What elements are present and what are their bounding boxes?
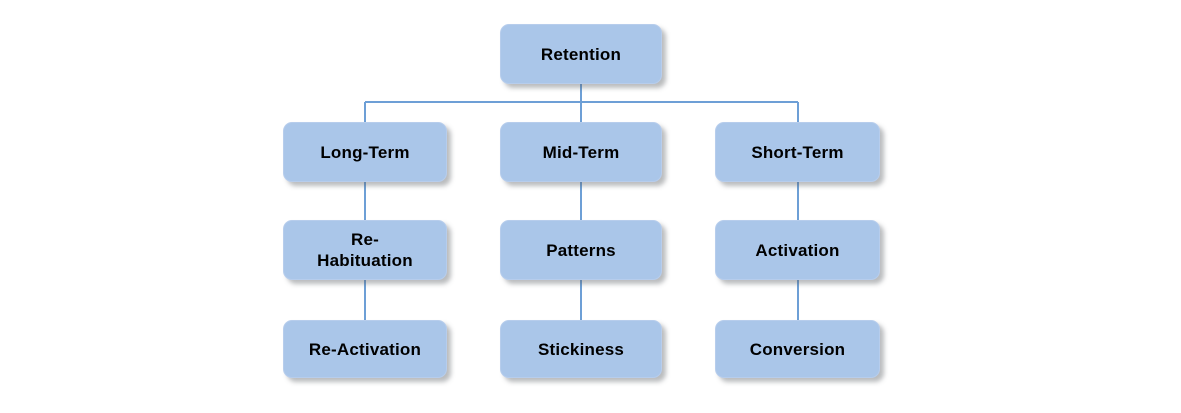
node-stickiness[interactable]: Stickiness: [500, 320, 662, 378]
node-conversion[interactable]: Conversion: [715, 320, 880, 378]
node-mid-term-label: Mid-Term: [542, 142, 620, 162]
node-long-term[interactable]: Long-Term: [283, 122, 447, 182]
node-patterns-label: Patterns: [546, 240, 616, 260]
node-long-term-label: Long-Term: [320, 142, 410, 162]
node-retention-label: Retention: [540, 44, 622, 64]
node-re-habituation[interactable]: Re- Habituation: [283, 220, 447, 280]
node-patterns[interactable]: Patterns: [500, 220, 662, 280]
node-re-activation[interactable]: Re-Activation: [283, 320, 447, 378]
node-retention[interactable]: Retention: [500, 24, 662, 84]
node-activation[interactable]: Activation: [715, 220, 880, 280]
node-conversion-label: Conversion: [749, 339, 846, 359]
node-activation-label: Activation: [755, 240, 840, 260]
node-re-activation-label: Re-Activation: [308, 339, 422, 359]
node-short-term-label: Short-Term: [751, 142, 844, 162]
node-re-habituation-label: Re- Habituation: [317, 230, 413, 270]
node-short-term[interactable]: Short-Term: [715, 122, 880, 182]
node-stickiness-label: Stickiness: [537, 339, 625, 359]
node-mid-term[interactable]: Mid-Term: [500, 122, 662, 182]
